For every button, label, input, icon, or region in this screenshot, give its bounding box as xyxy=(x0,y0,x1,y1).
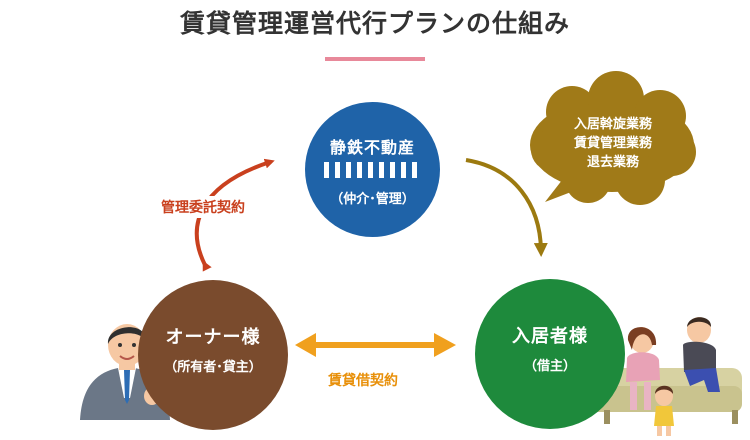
title-underline xyxy=(325,57,425,61)
service-arrow xyxy=(465,158,548,257)
tenant-node: 入居者様 （借主） xyxy=(475,279,625,429)
page-title: 賃貸管理運営代行プランの仕組み xyxy=(179,9,570,38)
company-name: 静鉄不動産 xyxy=(329,138,415,157)
owner-name: オーナー様 xyxy=(165,327,261,348)
owner-role: （所有者･貸主） xyxy=(164,360,262,375)
services-bubble xyxy=(530,71,696,205)
owner-node: オーナー様 （所有者･貸主） xyxy=(138,280,288,430)
tenant-name: 入居者様 xyxy=(512,326,588,347)
company-node: 静鉄不動産 （仲介･管理） xyxy=(305,102,440,237)
family-illustration xyxy=(588,317,742,436)
lease-contract-arrow xyxy=(295,333,456,357)
company-role: （仲介･管理） xyxy=(330,192,415,207)
service-item: 入居斡旋業務 xyxy=(573,117,652,132)
tenant-role: （借主） xyxy=(523,359,576,374)
lease-contract-label: 賃貸借契約 xyxy=(328,373,398,389)
services-list: 入居斡旋業務 賃貸管理業務 退去業務 xyxy=(538,115,688,172)
service-item: 退去業務 xyxy=(586,155,639,170)
dashed-divider xyxy=(324,162,417,178)
service-item: 賃貸管理業務 xyxy=(573,136,652,151)
management-contract-label: 管理委託契約 xyxy=(158,196,248,218)
